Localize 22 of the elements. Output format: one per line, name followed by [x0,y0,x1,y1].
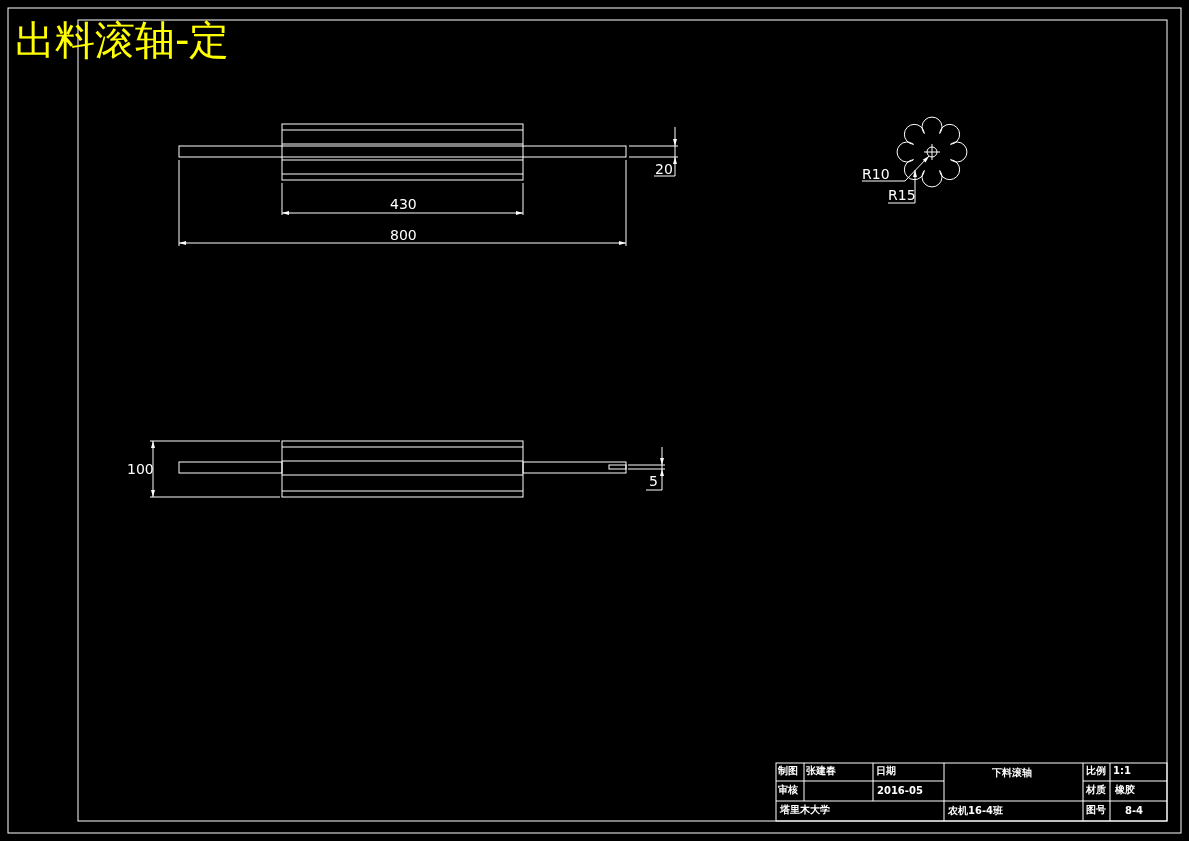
dimension-value: 430 [390,197,417,211]
title-block-text: 橡胶 [1115,785,1135,795]
title-block-text: 材质 [1086,785,1106,795]
title-block-text: 制图 [778,766,798,776]
dimension-value: 20 [655,162,673,176]
title-block-text: 图号 [1086,805,1106,815]
dimension-value: 5 [649,474,658,488]
title-block-text: 日期 [876,766,896,776]
title-block-text: 下料滚轴 [992,768,1032,778]
title-block-text: 塔里木大学 [780,805,830,815]
title-block-text: 张建春 [806,766,836,776]
drawing-title: 出料滚轴-定 [15,20,230,60]
title-block-text: 1:1 [1113,766,1131,776]
title-block-text: 农机16-4班 [948,806,1004,816]
title-block-text: 2016-05 [877,786,923,796]
dimension-value: R10 [862,167,890,181]
title-block-text: 比例 [1086,766,1106,776]
dimension-value: 100 [127,462,154,476]
dimension-value: 800 [390,228,417,242]
title-block-text: 8-4 [1125,806,1144,816]
title-block-text: 审核 [778,785,798,795]
dimension-value: R15 [888,188,916,202]
